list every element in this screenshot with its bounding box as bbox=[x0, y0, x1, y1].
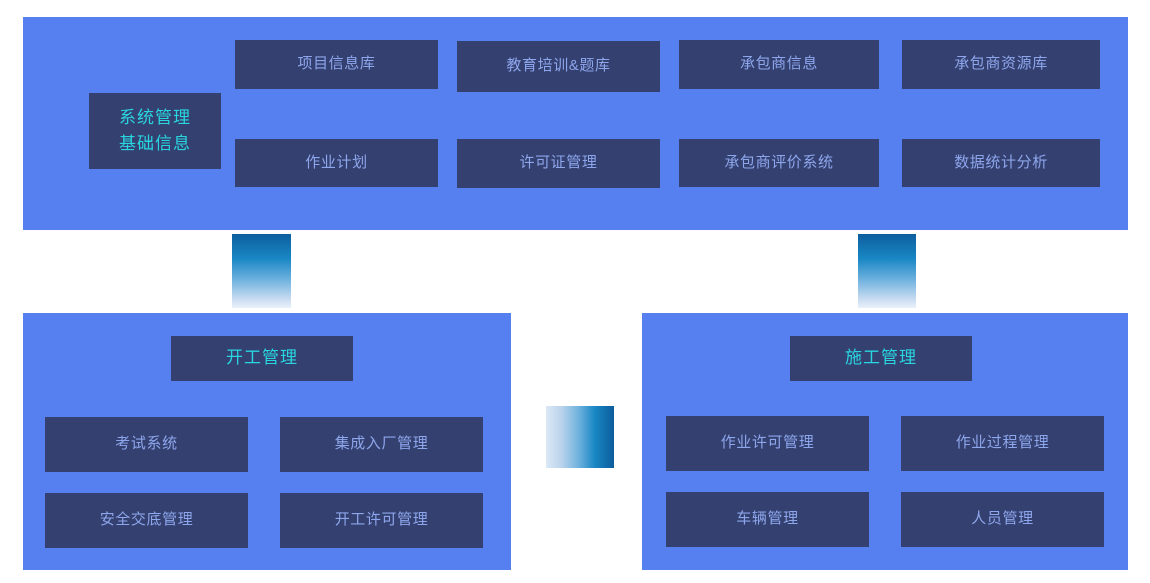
panel-title-system-management[interactable]: 系统管理基础信息 bbox=[89, 93, 221, 169]
module-box-work-process-management[interactable]: 作业过程管理 bbox=[901, 416, 1104, 471]
module-label: 安全交底管理 bbox=[99, 511, 194, 529]
panel-title-label: 开工管理 bbox=[226, 348, 298, 368]
module-label: 承包商信息 bbox=[739, 55, 818, 73]
module-box-contractor-info[interactable]: 承包商信息 bbox=[679, 40, 879, 89]
module-box-safety-briefing-management[interactable]: 安全交底管理 bbox=[45, 493, 248, 548]
system-management-panel: 系统管理基础信息 项目信息库 教育培训&题库 承包商信息 承包商资源库 作业计划… bbox=[23, 17, 1128, 230]
module-label: 数据统计分析 bbox=[954, 153, 1048, 171]
module-label: 车辆管理 bbox=[736, 510, 799, 528]
module-box-work-permit-management[interactable]: 作业许可管理 bbox=[666, 416, 869, 471]
panel-title-startup-management[interactable]: 开工管理 bbox=[171, 336, 353, 381]
construction-management-panel: 施工管理 作业许可管理 作业过程管理 车辆管理 人员管理 bbox=[642, 313, 1128, 570]
module-label: 作业过程管理 bbox=[955, 434, 1050, 452]
module-label: 集成入厂管理 bbox=[334, 435, 429, 453]
module-box-education-training-question-bank[interactable]: 教育培训&题库 bbox=[457, 41, 660, 92]
module-label: 人员管理 bbox=[971, 510, 1034, 528]
module-label: 考试系统 bbox=[115, 435, 178, 453]
module-box-contractor-resource-library[interactable]: 承包商资源库 bbox=[902, 40, 1100, 89]
module-label: 开工许可管理 bbox=[334, 511, 429, 529]
module-label: 教育培训&题库 bbox=[506, 57, 611, 75]
startup-management-panel: 开工管理 考试系统 集成入厂管理 安全交底管理 开工许可管理 bbox=[23, 313, 511, 570]
module-label: 作业计划 bbox=[305, 153, 368, 171]
module-box-permit-management[interactable]: 许可证管理 bbox=[457, 139, 660, 188]
panel-title-line2: 基础信息 bbox=[119, 134, 191, 153]
module-box-integrated-plant-entry-management[interactable]: 集成入厂管理 bbox=[280, 417, 483, 472]
module-box-data-statistics-analysis[interactable]: 数据统计分析 bbox=[902, 139, 1100, 187]
module-label: 作业许可管理 bbox=[720, 434, 815, 452]
module-box-personnel-management[interactable]: 人员管理 bbox=[901, 492, 1104, 547]
left-vertical-connector-icon bbox=[232, 234, 291, 308]
module-box-contractor-evaluation-system[interactable]: 承包商评价系统 bbox=[679, 139, 879, 187]
module-label: 承包商资源库 bbox=[954, 55, 1048, 73]
module-label: 许可证管理 bbox=[519, 154, 598, 172]
module-box-vehicle-management[interactable]: 车辆管理 bbox=[666, 492, 869, 547]
module-box-work-plan[interactable]: 作业计划 bbox=[235, 139, 438, 187]
module-box-startup-permit-management[interactable]: 开工许可管理 bbox=[280, 493, 483, 548]
panel-title-label: 施工管理 bbox=[845, 348, 917, 368]
module-label: 承包商评价系统 bbox=[724, 153, 834, 171]
module-box-exam-system[interactable]: 考试系统 bbox=[45, 417, 248, 472]
right-vertical-connector-icon bbox=[858, 234, 916, 308]
module-box-project-info-library[interactable]: 项目信息库 bbox=[235, 40, 438, 89]
panel-title-line1: 系统管理 bbox=[119, 107, 191, 127]
middle-horizontal-connector-icon bbox=[546, 406, 614, 468]
panel-title-label: 系统管理基础信息 bbox=[119, 105, 191, 158]
panel-title-construction-management[interactable]: 施工管理 bbox=[790, 336, 972, 381]
module-label: 项目信息库 bbox=[297, 55, 376, 73]
